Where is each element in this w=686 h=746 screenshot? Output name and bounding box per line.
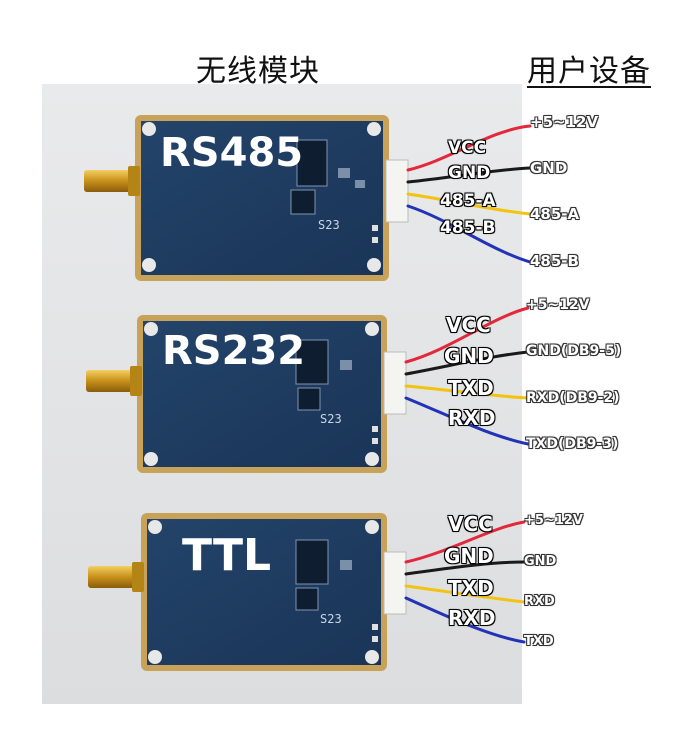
module-label-rs485: RS485 [160, 130, 304, 176]
antenna-nut [128, 166, 140, 196]
pin-label: GND [448, 163, 491, 183]
board-mark: S23 [320, 412, 342, 426]
module-ttl [88, 513, 407, 671]
solder-pad [372, 237, 378, 243]
mount-hole [367, 122, 381, 136]
chip-driver [295, 587, 319, 611]
antenna-rs232 [86, 370, 138, 392]
pin-label: VCC [448, 512, 493, 536]
connector-rs485 [385, 159, 409, 223]
wires-ttl [404, 520, 526, 644]
mount-hole [365, 520, 379, 534]
module-rs485 [84, 115, 409, 281]
connector-rs232 [383, 351, 407, 415]
wire-a [406, 192, 532, 216]
mount-hole [144, 452, 158, 466]
antenna-ttl [88, 566, 140, 588]
pin-label: GND [444, 544, 494, 568]
antenna-nut [132, 562, 144, 592]
connector-ttl [383, 551, 407, 615]
wires-rs485 [406, 124, 532, 264]
device-label: +5~12V [524, 513, 583, 528]
wires-rs232 [404, 306, 530, 446]
device-label: GND(DB9-5) [526, 343, 622, 359]
chip-small [338, 168, 350, 178]
board-mark: S23 [318, 218, 340, 232]
pin-label: TXD [448, 576, 494, 600]
mount-hole [365, 322, 379, 336]
chip-main [295, 339, 329, 385]
module-rs232 [86, 315, 407, 473]
antenna-nut [130, 366, 142, 396]
pin-label: 485-B [440, 218, 496, 238]
mount-hole [365, 452, 379, 466]
wire-gnd [406, 166, 532, 184]
wire-a [404, 384, 530, 400]
pin-label: GND [444, 344, 494, 368]
device-label: 485-B [530, 252, 579, 270]
wire-b [404, 396, 530, 446]
pin-label: VCC [446, 313, 491, 337]
device-label: +5~12V [530, 113, 599, 131]
device-label: GND [524, 554, 557, 569]
device-label: TXD [524, 634, 554, 649]
mount-hole [148, 650, 162, 664]
wire-b [406, 204, 532, 264]
mount-hole [365, 650, 379, 664]
solder-pad [372, 225, 378, 231]
chip-small [340, 560, 352, 570]
pin-label: 485-A [440, 191, 496, 211]
solder-pad [372, 438, 378, 444]
module-label-rs232: RS232 [162, 328, 306, 374]
mount-hole [142, 122, 156, 136]
module-label-ttl: TTL [182, 530, 272, 581]
chip-small [355, 180, 365, 188]
device-label: TXD(DB9-3) [526, 436, 619, 452]
solder-pad [372, 624, 378, 630]
device-label: RXD [524, 594, 555, 609]
device-label: 485-A [530, 205, 580, 223]
wire-a [404, 584, 526, 604]
mount-hole [144, 322, 158, 336]
wire-vcc [404, 306, 530, 364]
chip-main [295, 539, 329, 585]
antenna-rs485 [84, 170, 136, 192]
wire-gnd [404, 560, 526, 576]
mount-hole [367, 258, 381, 272]
chip-driver [290, 189, 316, 215]
pin-label: RXD [448, 606, 496, 630]
heading-wireless-module: 无线模块 [196, 54, 320, 89]
mount-hole [148, 520, 162, 534]
wire-gnd [404, 350, 530, 376]
pin-label: TXD [448, 376, 494, 400]
solder-pad [372, 636, 378, 642]
wire-b [404, 596, 526, 644]
chip-small [340, 360, 352, 370]
wire-vcc [406, 124, 532, 172]
device-label: GND [530, 159, 568, 177]
device-label: +5~12V [526, 297, 590, 313]
pin-label: VCC [448, 138, 487, 158]
solder-pad [372, 426, 378, 432]
mount-hole [142, 258, 156, 272]
heading-user-device: 用户设备 [527, 54, 651, 89]
chip-main [296, 139, 328, 187]
pin-label: RXD [448, 406, 496, 430]
wire-vcc [404, 520, 526, 564]
chip-driver [297, 387, 321, 411]
device-label: RXD(DB9-2) [526, 390, 620, 406]
board-mark: S23 [320, 612, 342, 626]
